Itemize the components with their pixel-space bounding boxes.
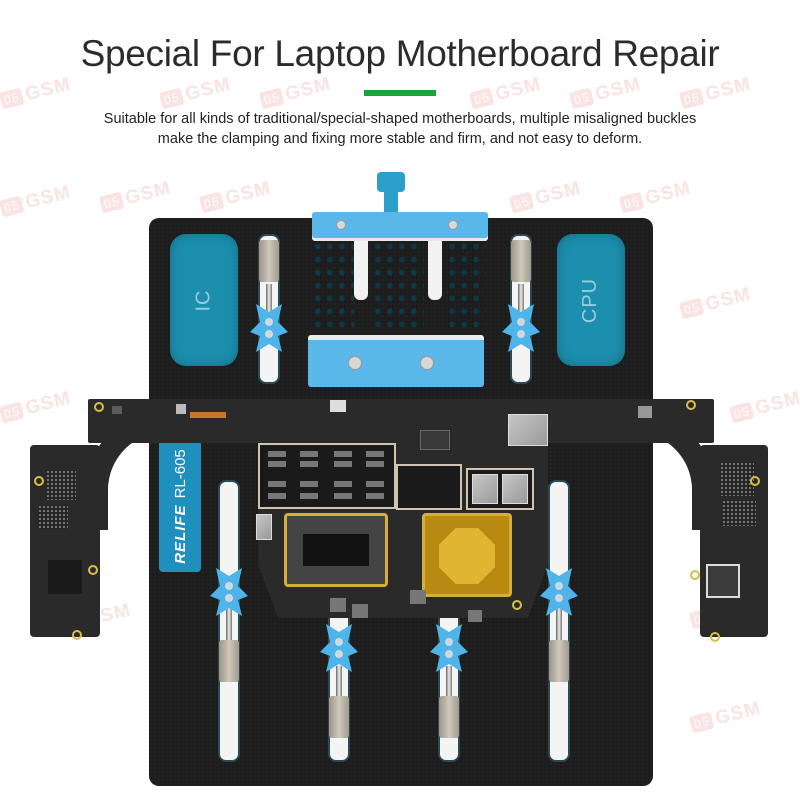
pcb-top-strip — [88, 399, 714, 443]
mount-hole — [72, 630, 82, 640]
smd-component — [420, 430, 450, 450]
watermark: 05GSM — [568, 74, 643, 113]
title-underline — [364, 90, 436, 96]
clamp-guide-slot — [354, 240, 368, 300]
watermark: 05GSM — [158, 74, 233, 113]
ic-pad-label: IC — [192, 289, 215, 311]
shielded-chip — [508, 414, 548, 446]
slide-block[interactable] — [549, 640, 569, 682]
watermark: 05GSM — [98, 178, 173, 217]
inductor — [468, 610, 482, 622]
watermark: 05GSM — [0, 74, 73, 113]
smd-component — [176, 404, 186, 414]
connector — [256, 514, 272, 540]
shielded-module — [466, 468, 534, 510]
brand-logo: RELIFE — [171, 503, 189, 564]
perforated-area — [372, 240, 424, 332]
cpu-chip — [284, 513, 388, 587]
clamp-screw-shaft — [384, 190, 398, 214]
ram-module-group — [258, 443, 396, 509]
inductor — [352, 604, 368, 618]
slide-rod — [336, 666, 342, 696]
watermark: 05GSM — [0, 182, 73, 221]
subtitle: Suitable for all kinds of traditional/sp… — [0, 109, 800, 149]
star-clip-icon[interactable] — [500, 302, 542, 354]
gpu-chip — [422, 513, 512, 597]
slide-block[interactable] — [329, 696, 349, 738]
watermark: 05GSM — [688, 698, 763, 737]
slide-rod — [266, 284, 272, 318]
page-title: Special For Laptop Motherboard Repair — [80, 33, 720, 74]
mount-hole — [686, 400, 696, 410]
mount-hole — [512, 600, 522, 610]
screw-icon — [348, 356, 362, 370]
clamp-guide-slot — [428, 240, 442, 300]
cpu-pad-label: CPU — [579, 277, 602, 323]
slide-block[interactable] — [259, 240, 279, 282]
chip — [48, 560, 82, 594]
inductor — [410, 590, 426, 604]
mount-hole — [88, 565, 98, 575]
slide-rod — [556, 590, 562, 640]
screw-icon — [336, 220, 346, 230]
bga-chip — [38, 505, 68, 529]
cpu-pad: CPU — [557, 234, 625, 366]
subtitle-line-1: Suitable for all kinds of traditional/sp… — [103, 111, 697, 127]
bga-chip — [46, 470, 76, 500]
slide-block[interactable] — [219, 640, 239, 682]
slide-block[interactable] — [439, 696, 459, 738]
watermark: 05GSM — [678, 74, 753, 113]
mount-hole — [34, 476, 44, 486]
watermark: 05GSM — [258, 74, 333, 113]
chip — [706, 564, 740, 598]
power-module — [396, 464, 462, 510]
bottom-clamp-bar[interactable] — [308, 335, 484, 387]
watermark: 05GSM — [618, 178, 693, 217]
top-clamp-bar[interactable] — [312, 212, 488, 238]
clamp-adjust-knob[interactable] — [377, 172, 405, 192]
star-clip-icon[interactable] — [248, 302, 290, 354]
subtitle-line-2: make the clamping and fixing more stable… — [157, 131, 643, 147]
perforated-area — [446, 240, 486, 332]
inductor — [330, 598, 346, 612]
star-clip-icon[interactable] — [538, 566, 580, 618]
watermark: 05GSM — [508, 178, 583, 217]
watermark: 05GSM — [728, 388, 800, 427]
slide-rod — [446, 666, 452, 696]
mount-hole — [690, 570, 700, 580]
slide-rod — [518, 284, 524, 318]
watermark: 05GSM — [198, 178, 273, 217]
watermark: 05GSM — [678, 284, 753, 323]
model-number: RL-605 — [171, 448, 189, 498]
mount-hole — [710, 632, 720, 642]
smd-component — [330, 400, 346, 412]
smd-component — [190, 412, 226, 418]
screw-icon — [448, 220, 458, 230]
mount-hole — [94, 402, 104, 412]
watermark: 05GSM — [0, 388, 73, 427]
bga-chip — [722, 500, 756, 526]
slide-rod — [226, 590, 232, 640]
slide-block[interactable] — [511, 240, 531, 282]
perforated-area — [312, 240, 354, 332]
ic-pad: IC — [170, 234, 238, 366]
smd-component — [638, 406, 652, 418]
star-clip-icon[interactable] — [318, 622, 360, 674]
brand-plate: RELIFE RL-605 — [159, 440, 201, 572]
smd-component — [112, 406, 122, 414]
mount-hole — [750, 476, 760, 486]
star-clip-icon[interactable] — [428, 622, 470, 674]
screw-icon — [420, 356, 434, 370]
watermark: 05GSM — [468, 74, 543, 113]
star-clip-icon[interactable] — [208, 566, 250, 618]
bga-chip — [720, 462, 754, 496]
